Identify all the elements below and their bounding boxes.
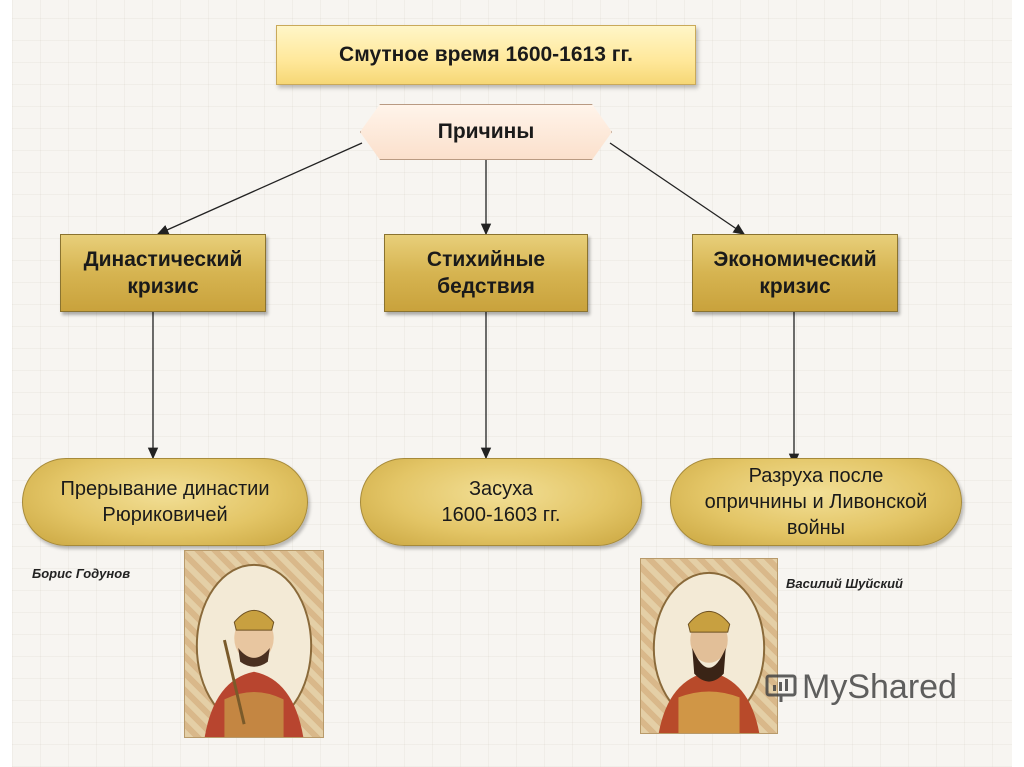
title-box: Смутное время 1600-1613 гг. — [276, 25, 696, 85]
effect-dynasty-interruption: Прерывание династии Рюриковичей — [22, 458, 308, 546]
effect-line: 1600-1603 гг. — [441, 504, 561, 526]
cause-line: кризис — [759, 275, 831, 298]
causes-label: Причины — [437, 120, 535, 143]
portrait-vasily-shuisky — [640, 558, 778, 734]
cause-line: бедствия — [437, 275, 535, 298]
cause-line: Династический — [83, 247, 243, 271]
effect-line: Разруха после — [748, 465, 884, 487]
causes-box: Причины — [360, 104, 612, 160]
effect-drought: Засуха 1600-1603 гг. — [360, 458, 642, 546]
portrait-boris-godunov — [184, 550, 324, 738]
cause-line: Стихийные — [426, 247, 546, 271]
effect-line: опричнины и Ливонской — [704, 491, 928, 513]
cause-dynastic-crisis: Династический кризис — [60, 234, 266, 312]
cause-line: кризис — [127, 275, 199, 298]
effect-ruin: Разруха после опричнины и Ливонской войн… — [670, 458, 962, 546]
portrait-caption-godunov: Борис Годунов — [32, 566, 131, 581]
watermark-text: MyShared — [802, 668, 957, 706]
title-text: Смутное время 1600-1613 гг. — [339, 43, 633, 66]
effect-line: войны — [786, 517, 846, 539]
cause-line: Экономический — [713, 247, 877, 271]
watermark-logo: MyShared — [764, 668, 957, 707]
effect-line: Рюриковичей — [102, 504, 228, 526]
cause-economic-crisis: Экономический кризис — [692, 234, 898, 312]
presentation-icon — [765, 674, 797, 702]
portrait-caption-shuisky: Василий Шуйский — [786, 576, 903, 591]
effect-line: Засуха — [468, 478, 534, 500]
effect-line: Прерывание династии — [60, 478, 270, 500]
cause-natural-disasters: Стихийные бедствия — [384, 234, 588, 312]
